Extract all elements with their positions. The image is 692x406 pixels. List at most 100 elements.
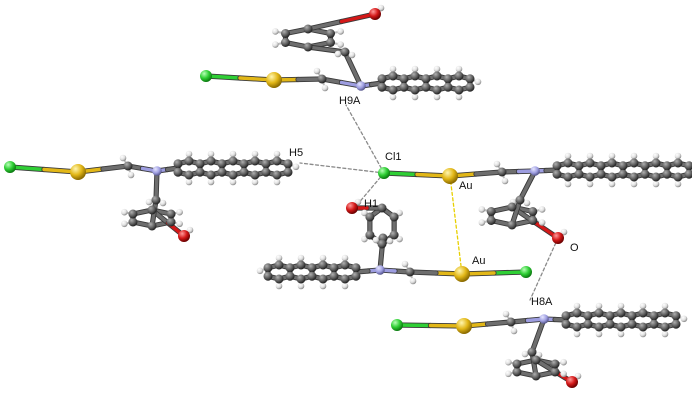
atom-c: [410, 85, 420, 95]
atom-c: [572, 322, 582, 332]
atom-h: [341, 282, 349, 290]
atom-h: [411, 93, 419, 101]
bond: [530, 317, 546, 354]
atom-c: [616, 308, 626, 318]
bond: [354, 269, 370, 274]
atom-c: [594, 322, 604, 332]
atom-h: [433, 65, 441, 73]
atom-c: [572, 308, 582, 318]
atom-h: [297, 282, 305, 290]
atom-c: [684, 161, 692, 171]
atom-c: [596, 169, 606, 179]
atoms-layer: [4, 4, 692, 388]
atom-h: [586, 180, 594, 188]
atom-h: [272, 28, 279, 35]
atom-h: [389, 65, 397, 73]
bond: [306, 19, 344, 31]
atom-h: [680, 315, 688, 323]
atom-c: [166, 217, 176, 227]
atom-n: [375, 265, 385, 275]
atom-c: [671, 311, 681, 321]
atom-c: [195, 167, 205, 177]
atom-h: [119, 154, 127, 162]
label-h8a: H8A: [531, 296, 553, 308]
atom-c: [206, 170, 216, 180]
atom-c: [283, 159, 293, 169]
atom-c: [326, 29, 336, 38]
atom-c: [351, 271, 361, 281]
atom-h: [652, 152, 660, 160]
atom-c: [195, 159, 205, 169]
atom-h: [377, 4, 385, 12]
atom-c: [340, 47, 350, 57]
atom-n: [530, 166, 540, 176]
atom-h: [145, 198, 153, 206]
atom-h: [674, 152, 682, 160]
atom-c: [283, 167, 293, 177]
atom-c: [184, 156, 194, 166]
atom-c: [432, 85, 442, 95]
atom-h: [127, 171, 135, 179]
label-o: O: [570, 242, 579, 254]
atom-c: [389, 212, 399, 222]
atom-h: [176, 208, 183, 216]
atom-cl: [378, 167, 390, 179]
atom-c: [673, 172, 683, 182]
atom-h: [595, 330, 603, 338]
atom-c: [640, 161, 650, 171]
atom-h: [372, 236, 380, 244]
atom-n: [356, 81, 366, 91]
atom-c: [465, 74, 475, 84]
atom-c: [206, 156, 216, 166]
atom-c: [166, 209, 176, 219]
atom-h: [564, 180, 572, 188]
atom-c: [239, 159, 249, 169]
atom-c: [506, 317, 516, 327]
atom-h: [564, 152, 572, 160]
atom-c: [649, 319, 659, 329]
atom-c: [486, 207, 496, 216]
atom-c: [443, 74, 453, 84]
label-au-bottom: Au: [472, 255, 486, 267]
bond: [154, 169, 159, 202]
atom-h: [455, 93, 463, 101]
atom-h: [337, 41, 344, 48]
atom-au: [456, 318, 472, 334]
atom-h: [521, 350, 529, 358]
bond: [544, 168, 559, 173]
atom-h: [502, 310, 510, 318]
atom-c: [550, 367, 560, 377]
atom-c: [585, 172, 595, 182]
atom-c: [507, 220, 517, 230]
atom-h: [273, 178, 281, 186]
atom-c: [640, 169, 650, 179]
atom-c: [377, 239, 387, 249]
bond: [553, 317, 568, 322]
atom-h: [275, 254, 283, 262]
atom-c: [128, 217, 138, 227]
label-h5: H5: [289, 147, 304, 159]
atom-au: [454, 266, 470, 282]
atom-n: [152, 166, 162, 176]
atom-c: [217, 167, 227, 177]
atom-h: [275, 282, 283, 290]
atom-c: [454, 85, 464, 95]
atom-h: [319, 254, 327, 262]
atom-c: [673, 158, 683, 168]
atom-h: [389, 93, 397, 101]
atom-c: [263, 271, 273, 281]
atom-c: [574, 169, 584, 179]
atom-h: [510, 327, 518, 335]
atom-au: [442, 168, 458, 184]
atom-h: [538, 206, 546, 213]
atom-c: [303, 24, 313, 34]
atom-h: [538, 219, 546, 226]
atom-c: [329, 271, 339, 281]
label-h9a: H9A: [339, 95, 361, 107]
atom-h: [652, 180, 660, 188]
atom-h: [354, 198, 362, 206]
atom-h: [455, 65, 463, 73]
atom-h: [523, 199, 531, 207]
